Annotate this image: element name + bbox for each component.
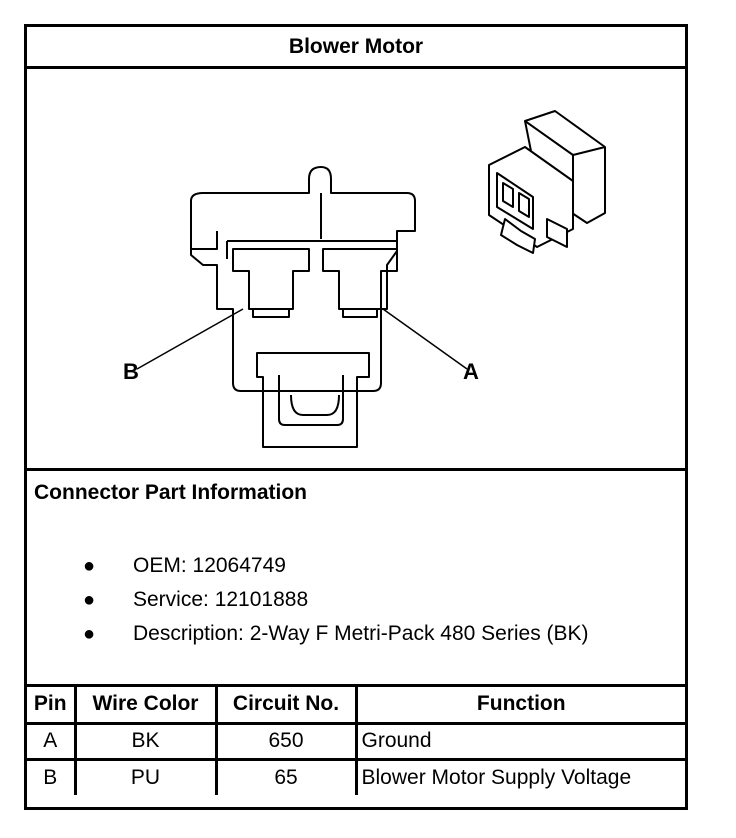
- list-item: ● Service: 12101888: [83, 583, 589, 617]
- list-item: ● Description: 2-Way F Metri-Pack 480 Se…: [83, 617, 589, 651]
- leader-line-a: [382, 308, 468, 370]
- cell-circuit: 65: [214, 757, 358, 795]
- bullet-icon: ●: [83, 554, 96, 577]
- pin-table: Pin Wire Color Circuit No. Function A BK…: [27, 687, 685, 795]
- cell-function: Blower Motor Supply Voltage: [354, 757, 685, 795]
- header-pin: Pin: [27, 687, 77, 725]
- cell-wire-color: PU: [73, 757, 218, 795]
- list-item: ● OEM: 12064749: [83, 549, 589, 583]
- header-circuit-no: Circuit No.: [214, 687, 358, 725]
- cell-wire-color: BK: [73, 721, 218, 761]
- info-oem-value: 12064749: [192, 554, 286, 577]
- cell-function: Ground: [354, 721, 685, 761]
- connector-diagram: B A: [27, 69, 685, 471]
- table-row: B PU 65 Blower Motor Supply Voltage: [27, 757, 685, 795]
- connector-card: Blower Motor: [24, 24, 688, 810]
- pin-b-label: B: [123, 359, 139, 384]
- connector-title-text: Blower Motor: [288, 34, 424, 58]
- pin-a-label: A: [463, 359, 479, 384]
- info-description-value: 2-Way F Metri-Pack 480 Series (BK): [249, 622, 589, 645]
- info-service-label: Service:: [133, 588, 209, 611]
- terminal-b: [232, 248, 310, 318]
- info-description-label: Description:: [133, 622, 244, 645]
- terminal-a: [322, 248, 398, 318]
- table-row: A BK 650 Ground: [27, 721, 685, 761]
- cell-pin: A: [27, 721, 77, 761]
- bullet-icon: ●: [83, 622, 96, 645]
- connector-left-notch: [191, 231, 218, 250]
- cell-pin: B: [27, 757, 77, 795]
- connector-body-outline: [190, 166, 416, 392]
- info-service-value: 12101888: [214, 588, 309, 611]
- header-function: Function: [354, 687, 685, 725]
- connector-title: Blower Motor: [27, 27, 685, 69]
- connector-face-drawing: B A: [123, 110, 606, 448]
- info-oem-label: OEM:: [133, 554, 187, 577]
- connector-isometric-icon: [488, 110, 606, 254]
- table-header-row: Pin Wire Color Circuit No. Function: [27, 687, 685, 725]
- connector-info-heading: Connector Part Information: [34, 481, 308, 504]
- latch-housing: [256, 352, 370, 448]
- connector-part-info: Connector Part Information ● OEM: 120647…: [27, 471, 685, 687]
- latch-tab: [278, 375, 344, 426]
- latch-inner: [290, 394, 340, 416]
- header-wire-color: Wire Color: [73, 687, 218, 725]
- connector-info-list: ● OEM: 12064749 ● Service: 12101888 ● De…: [83, 549, 589, 651]
- bullet-icon: ●: [83, 588, 96, 611]
- leader-line-b: [136, 308, 244, 370]
- cell-circuit: 650: [214, 721, 358, 761]
